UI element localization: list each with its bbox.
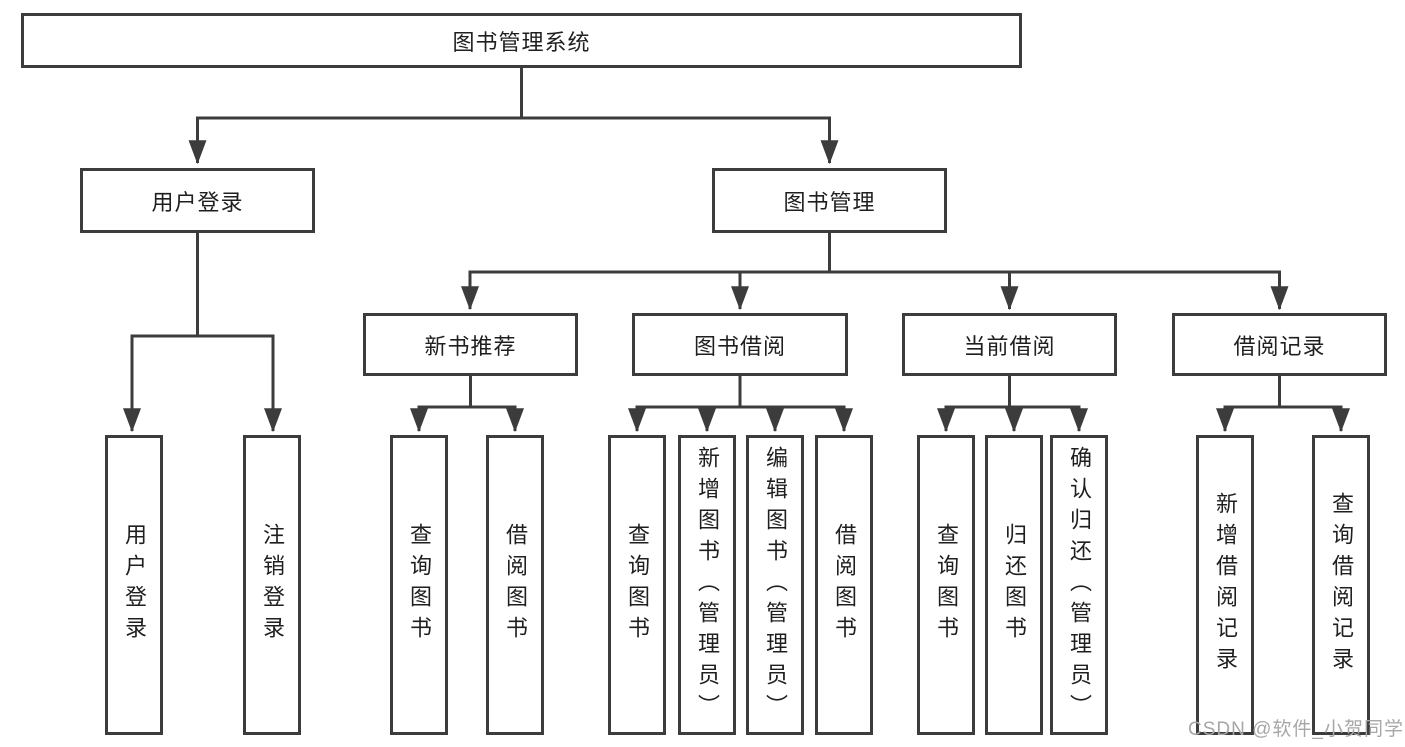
leaf-bor-add-books: 新增图书（管理员） xyxy=(678,435,736,735)
node-new-book-recommend: 新书推荐 xyxy=(363,313,578,376)
node-book-borrowing: 图书借阅 xyxy=(632,313,848,376)
node-current-borrowing: 当前借阅 xyxy=(902,313,1117,376)
leaf-rec-query-books: 查询图书 xyxy=(390,435,448,735)
leaf-rec-borrow-books-label: 借阅图书 xyxy=(503,523,528,647)
leaf-cur-query-books-label: 查询图书 xyxy=(934,523,959,647)
leaf-user-login: 用户登录 xyxy=(105,435,163,735)
node-borrowing-records-label: 借阅记录 xyxy=(1233,333,1326,359)
node-book-borrowing-label: 图书借阅 xyxy=(693,333,786,359)
leaf-bor-query-books-label: 查询图书 xyxy=(625,523,650,647)
node-user-login-label: 用户登录 xyxy=(151,189,244,215)
leaf-user-login-label: 用户登录 xyxy=(122,523,147,647)
leaf-rec-borrow-books: 借阅图书 xyxy=(486,435,544,735)
leaf-bor-borrow-books: 借阅图书 xyxy=(815,435,873,735)
leaf-cur-return-books: 归还图书 xyxy=(985,435,1043,735)
leaf-bor-borrow-books-label: 借阅图书 xyxy=(832,523,857,647)
leaf-rcd-query-record: 查询借阅记录 xyxy=(1312,435,1370,735)
leaf-bor-edit-books: 编辑图书（管理员） xyxy=(746,435,804,735)
leaf-cur-query-books: 查询图书 xyxy=(917,435,975,735)
leaf-bor-query-books: 查询图书 xyxy=(608,435,666,735)
leaf-logout-label: 注销登录 xyxy=(260,523,285,647)
leaf-rcd-add-record-label: 新增借阅记录 xyxy=(1213,492,1238,678)
watermark: CSDN @软件_小贺同学 xyxy=(1188,719,1404,740)
node-user-login: 用户登录 xyxy=(80,168,315,233)
leaf-cur-confirm-return: 确认归还（管理员） xyxy=(1050,435,1108,735)
leaf-bor-edit-books-label: 编辑图书（管理员） xyxy=(763,445,788,725)
node-current-borrowing-label: 当前借阅 xyxy=(963,333,1056,359)
leaf-rec-query-books-label: 查询图书 xyxy=(407,523,432,647)
node-book-management-label: 图书管理 xyxy=(783,189,876,215)
leaf-rcd-add-record: 新增借阅记录 xyxy=(1196,435,1254,735)
node-borrowing-records: 借阅记录 xyxy=(1172,313,1387,376)
node-new-book-recommend-label: 新书推荐 xyxy=(424,333,517,359)
node-book-management: 图书管理 xyxy=(712,168,947,233)
leaf-rcd-query-record-label: 查询借阅记录 xyxy=(1329,492,1354,678)
leaf-cur-confirm-return-label: 确认归还（管理员） xyxy=(1067,445,1092,725)
leaf-logout: 注销登录 xyxy=(243,435,301,735)
leaf-bor-add-books-label: 新增图书（管理员） xyxy=(695,445,720,725)
node-root-label: 图书管理系统 xyxy=(452,29,591,55)
leaf-cur-return-books-label: 归还图书 xyxy=(1002,523,1027,647)
node-root: 图书管理系统 xyxy=(21,13,1022,68)
